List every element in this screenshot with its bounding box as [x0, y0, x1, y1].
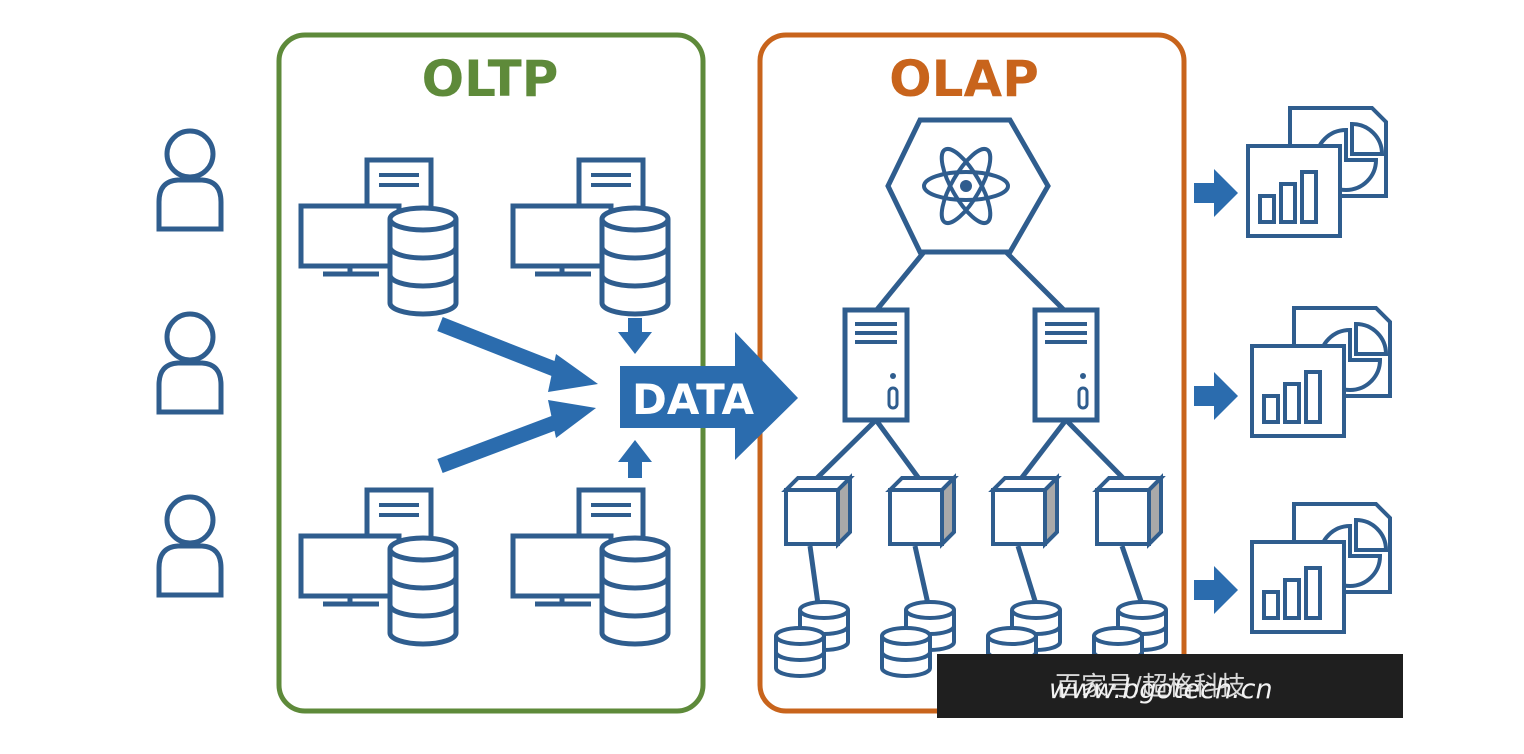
data-label: DATA	[632, 375, 754, 424]
output-arrow	[1194, 566, 1238, 614]
flow-arrow-up	[618, 440, 652, 478]
user-icon	[159, 314, 221, 412]
flow-arrow-down	[618, 318, 652, 354]
analytics-engine-icon	[885, 117, 1051, 255]
olap-connectors	[807, 250, 1145, 605]
flow-arrow-lower	[437, 400, 596, 474]
workstation-database-icon	[301, 160, 456, 314]
data-arrow	[620, 332, 798, 460]
workstation-database-icon	[301, 490, 456, 644]
flow-arrow-upper	[437, 317, 598, 392]
data-cube-icon	[784, 476, 852, 546]
data-cube-icon	[888, 476, 956, 546]
user-icon	[159, 131, 221, 229]
report-chart-icon	[1250, 306, 1392, 438]
report-chart-icon	[1250, 502, 1392, 634]
watermark-source-text: 百家号/超格科技	[1055, 672, 1246, 702]
server-tower-icon	[845, 310, 907, 420]
user-icon	[159, 497, 221, 595]
workstation-database-icon	[513, 490, 668, 644]
report-chart-icon	[1246, 106, 1388, 238]
server-tower-icon	[1035, 310, 1097, 420]
database-stack-icon	[774, 600, 850, 678]
data-cube-icon	[991, 476, 1059, 546]
data-cube-icon	[1095, 476, 1163, 546]
watermark-banner: 百家号/超格科技 www.bgotech.cn	[937, 654, 1403, 718]
watermark-url-text: www.bgotech.cn	[1049, 674, 1273, 705]
output-arrow	[1194, 169, 1238, 217]
output-arrow	[1194, 372, 1238, 420]
olap-title: OLAP	[889, 50, 1039, 108]
workstation-database-icon	[513, 160, 668, 314]
oltp-title: OLTP	[422, 50, 559, 108]
